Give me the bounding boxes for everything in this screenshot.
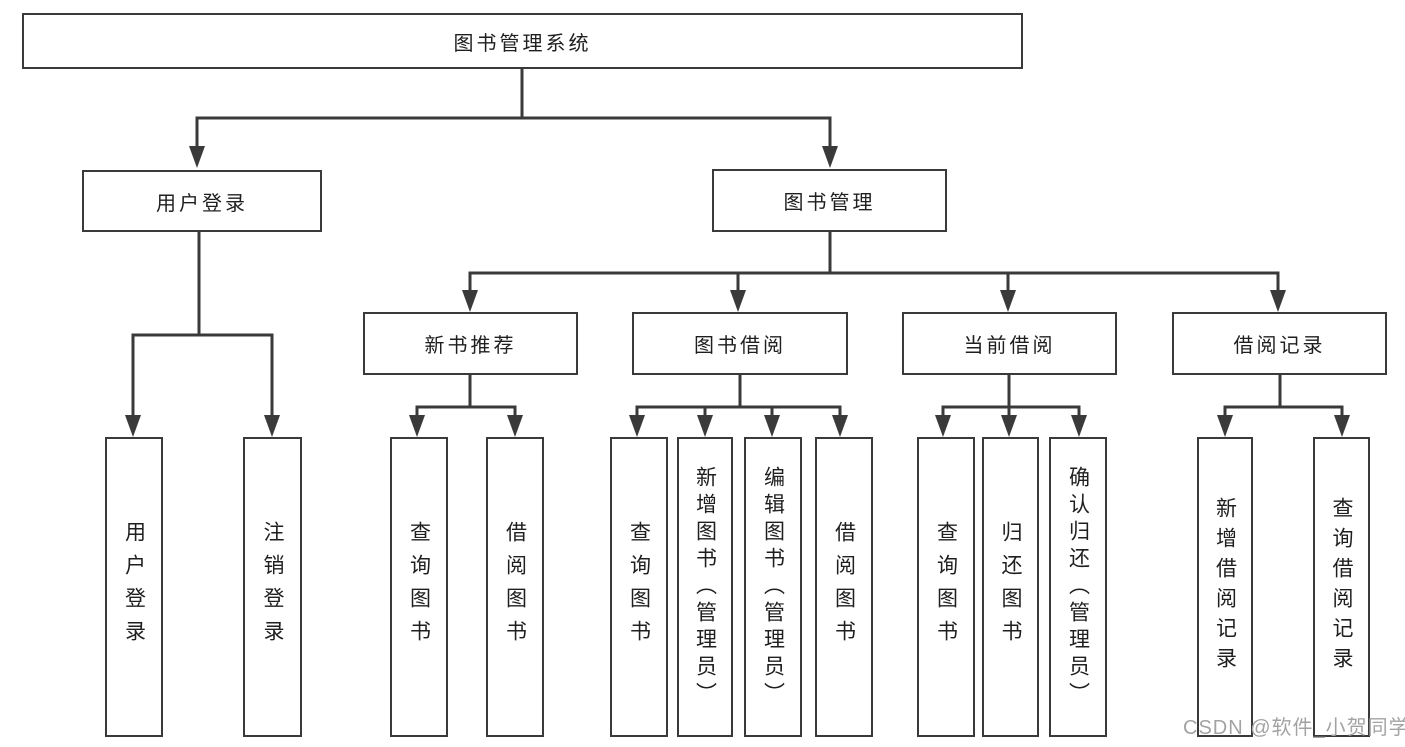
leaf-query-books-2-label: 查询图书 [627, 521, 651, 653]
leaf-confirm-return-admin-label: 确认归还（管理员） [1066, 465, 1090, 709]
leaf-query-borrow-record-label: 查询借阅记录 [1330, 497, 1353, 677]
leaf-query-books-2: 查询图书 [610, 437, 668, 737]
leaf-borrow-books-1-label: 借阅图书 [503, 521, 527, 653]
leaf-borrow-books-2: 借阅图书 [815, 437, 873, 737]
node-current-borrow-label: 当前借阅 [963, 335, 1056, 357]
leaf-confirm-return-admin: 确认归还（管理员） [1049, 437, 1107, 737]
leaf-query-books-3: 查询图书 [917, 437, 975, 737]
leaf-borrow-books-1: 借阅图书 [486, 437, 544, 737]
csdn-watermark: CSDN @软件_小贺同学 [1183, 717, 1405, 739]
leaf-user-login-label: 用户登录 [122, 521, 146, 653]
node-user-login: 用户登录 [82, 170, 322, 232]
arrowheads [125, 146, 1350, 437]
leaf-add-borrow-record: 新增借阅记录 [1197, 437, 1253, 737]
leaf-add-borrow-record-label: 新增借阅记录 [1213, 497, 1237, 677]
leaf-user-login: 用户登录 [105, 437, 163, 737]
leaf-return-book-label: 归还图书 [999, 521, 1022, 653]
leaf-query-books-1-label: 查询图书 [407, 521, 431, 653]
leaf-add-book-admin: 新增图书（管理员） [677, 437, 733, 737]
node-book-borrow-label: 图书借阅 [694, 335, 786, 357]
leaf-edit-book-admin: 编辑图书（管理员） [744, 437, 802, 737]
node-new-books-label: 新书推荐 [424, 335, 517, 357]
node-root: 图书管理系统 [22, 13, 1023, 69]
leaf-borrow-books-2-label: 借阅图书 [832, 521, 856, 653]
node-new-books: 新书推荐 [363, 312, 578, 375]
node-current-borrow: 当前借阅 [902, 312, 1117, 375]
node-book-mgmt: 图书管理 [712, 169, 947, 232]
leaf-edit-book-admin-label: 编辑图书（管理员） [761, 465, 785, 709]
node-book-borrow: 图书借阅 [632, 312, 848, 375]
node-borrow-records-label: 借阅记录 [1233, 335, 1326, 357]
leaf-logout: 注销登录 [243, 437, 302, 737]
leaf-add-book-admin-label: 新增图书（管理员） [693, 465, 717, 709]
leaf-query-borrow-record: 查询借阅记录 [1313, 437, 1370, 737]
leaf-return-book: 归还图书 [982, 437, 1039, 737]
leaf-logout-label: 注销登录 [261, 521, 284, 653]
leaf-query-books-3-label: 查询图书 [934, 521, 958, 653]
node-book-mgmt-label: 图书管理 [783, 192, 876, 214]
node-borrow-records: 借阅记录 [1172, 312, 1387, 375]
node-user-login-label: 用户登录 [156, 192, 248, 215]
leaf-query-books-1: 查询图书 [390, 437, 448, 737]
node-root-label: 图书管理系统 [453, 32, 592, 55]
